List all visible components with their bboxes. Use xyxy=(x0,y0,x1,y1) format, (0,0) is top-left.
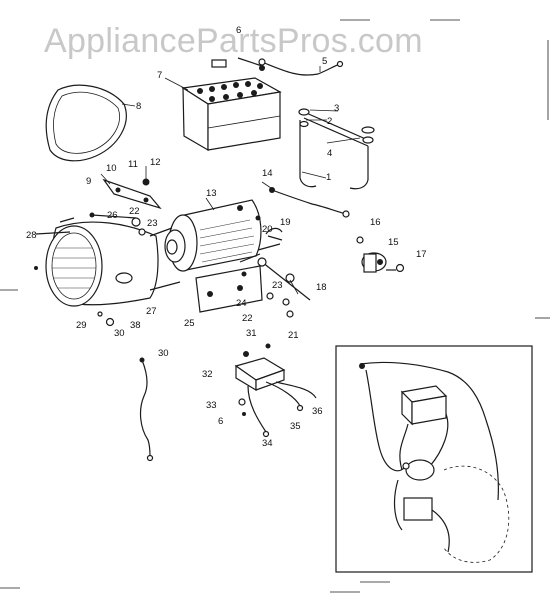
callout-36: 35 xyxy=(290,421,301,432)
voltage-regulator xyxy=(139,343,317,462)
battery-strap xyxy=(45,84,127,162)
battery-bracket xyxy=(298,108,375,190)
callout-37: 36 xyxy=(312,406,323,417)
callout-38: 38 xyxy=(130,320,141,331)
callout-15: 15 xyxy=(388,237,399,248)
mounting-brackets xyxy=(34,178,263,327)
callout-21: 21 xyxy=(288,330,299,341)
leader-lines xyxy=(100,66,361,295)
callout-18: 18 xyxy=(316,282,327,293)
callout-28: 28 xyxy=(26,230,37,241)
battery xyxy=(181,77,282,152)
callout-34: 33 xyxy=(206,400,217,411)
callout-25: 25 xyxy=(184,318,195,329)
battery-cables xyxy=(211,57,344,76)
callout-20: 20 xyxy=(262,224,273,235)
callout-4: 4 xyxy=(327,148,332,159)
callout-1: 1 xyxy=(326,172,331,183)
ignition-switch xyxy=(356,236,405,273)
callout-23-upper: 23 xyxy=(147,218,158,229)
callout-17: 17 xyxy=(416,249,427,260)
callout-24: 24 xyxy=(236,298,247,309)
callout-12: 12 xyxy=(150,157,161,168)
callout-22-upper: 22 xyxy=(129,206,140,217)
starter-generator xyxy=(164,199,262,272)
callout-29: 29 xyxy=(76,320,87,331)
callout-31: 30 xyxy=(158,348,169,359)
callout-13: 13 xyxy=(206,188,217,199)
callout-16: 16 xyxy=(370,217,381,228)
callout-5: 5 xyxy=(322,56,327,67)
callout-6-top: 6 xyxy=(236,25,241,36)
tension-linkage xyxy=(239,227,311,318)
callout-30: 30 xyxy=(114,328,125,339)
callout-26: 27 xyxy=(146,306,157,317)
callout-19: 19 xyxy=(280,217,291,228)
callout-14: 14 xyxy=(262,168,273,179)
callout-27: 26 xyxy=(107,210,118,221)
callout-labels: 5 6 7 8 3 2 4 1 9 10 11 12 13 14 16 15 1… xyxy=(26,25,427,449)
callout-22-lower: 22 xyxy=(242,313,253,324)
callout-11: 11 xyxy=(128,159,138,170)
callout-3: 3 xyxy=(334,103,339,114)
callout-32: 31 xyxy=(246,328,257,339)
callout-33: 32 xyxy=(202,369,213,380)
callout-23-lower: 23 xyxy=(272,280,283,291)
border-marks xyxy=(0,19,550,593)
callout-9: 9 xyxy=(86,176,91,187)
belt-guard xyxy=(45,221,173,307)
callout-7: 7 xyxy=(157,70,162,81)
callout-6-lower: 6 xyxy=(218,416,223,427)
callout-2: 2 xyxy=(327,116,332,127)
wiring-inset xyxy=(335,345,533,573)
watermark: AppliancePartsPros.com xyxy=(44,22,423,60)
callout-10: 10 xyxy=(106,163,117,174)
callout-8: 8 xyxy=(136,101,141,112)
callout-35: 34 xyxy=(262,438,273,449)
cable-14 xyxy=(269,187,350,218)
